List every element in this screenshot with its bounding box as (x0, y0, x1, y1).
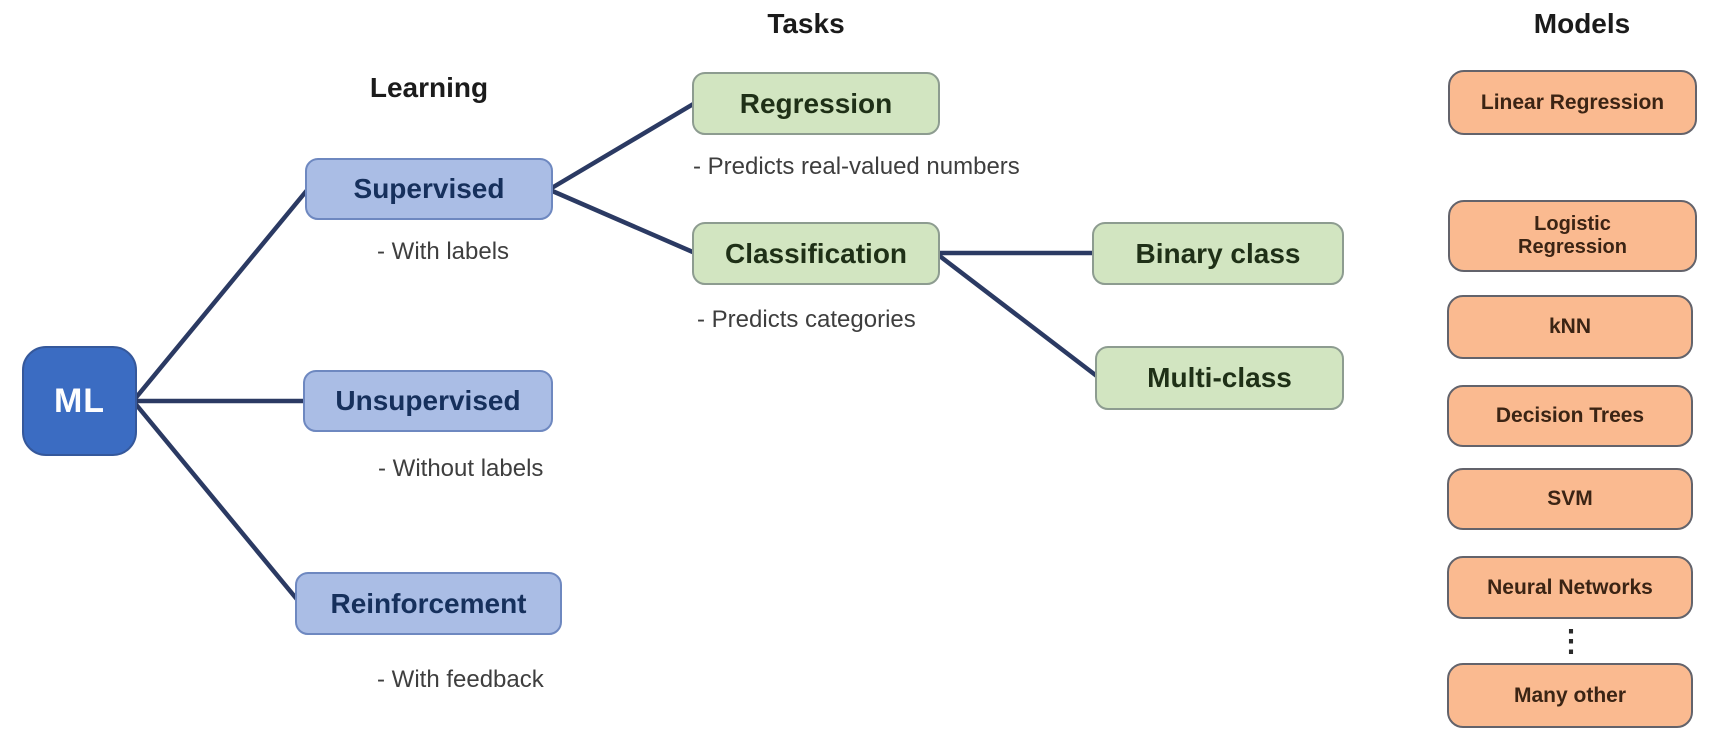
tasks-column-header: Tasks (767, 8, 845, 39)
model-linear-regression: Linear Regression (1448, 70, 1697, 135)
connector-ml-reinforcement (131, 399, 303, 606)
classification-note: - Predicts categories (697, 306, 916, 333)
reinforcement-node: Reinforcement (295, 572, 562, 635)
classification-node: Classification (692, 222, 940, 285)
model-neural-networks: Neural Networks (1447, 556, 1693, 619)
model-logistic-regression: Logistic Regression (1448, 200, 1697, 272)
model-many-other: Many other (1447, 663, 1693, 728)
connector-ml-supervised (131, 186, 311, 403)
supervised-note: - With labels (377, 238, 510, 265)
connector-supervised-classification (547, 187, 698, 256)
connector-supervised-regression (547, 100, 698, 192)
connector-classification-multi (934, 251, 1101, 380)
binary-class-node: Binary class (1092, 222, 1344, 285)
model-decision-trees: Decision Trees (1447, 385, 1693, 447)
vertical-ellipsis-icon: ⋮ (1556, 624, 1586, 658)
learning-column-header: Learning (369, 72, 489, 103)
unsupervised-note: - Without labels (378, 455, 544, 482)
model-svm: SVM (1447, 468, 1693, 530)
regression-note: - Predicts real-valued numbers (693, 153, 1020, 180)
multi-class-node: Multi-class (1095, 346, 1344, 410)
supervised-node: Supervised (305, 158, 553, 220)
models-column-header: Models (1533, 8, 1631, 39)
regression-node: Regression (692, 72, 940, 135)
unsupervised-node: Unsupervised (303, 370, 553, 432)
model-knn: kNN (1447, 295, 1693, 359)
reinforcement-note: - With feedback (377, 666, 544, 693)
model-logistic-regression-label: Logistic Regression (1518, 213, 1627, 258)
ml-root-node: ML (22, 346, 137, 456)
